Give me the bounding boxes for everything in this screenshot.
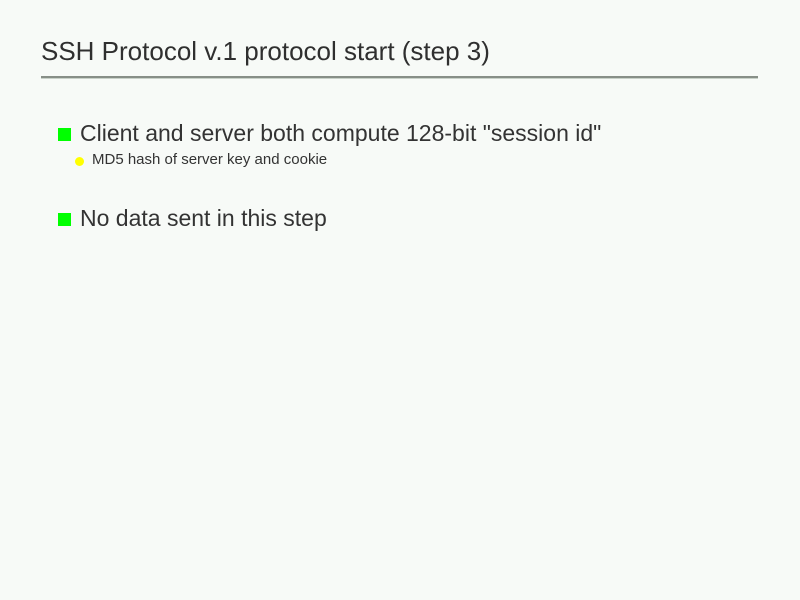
- green-square-bullet-icon: [58, 128, 71, 141]
- list-item: Client and server both compute 128-bit "…: [0, 118, 800, 149]
- list-item-label: No data sent in this step: [80, 205, 327, 231]
- title-divider-rule: [41, 76, 758, 79]
- yellow-dot-bullet-icon: [75, 157, 84, 166]
- page-title: SSH Protocol v.1 protocol start (step 3): [41, 36, 490, 66]
- list-item-label: Client and server both compute 128-bit "…: [80, 120, 602, 146]
- green-square-bullet-icon: [58, 213, 71, 226]
- list-item-label: MD5 hash of server key and cookie: [92, 151, 328, 168]
- list-item: No data sent in this step: [0, 203, 800, 234]
- slide-title-block: SSH Protocol v.1 protocol start (step 3): [41, 34, 759, 68]
- list-item: MD5 hash of server key and cookie: [0, 149, 800, 171]
- bullet-spacer: [0, 171, 800, 203]
- slide-body: Client and server both compute 128-bit "…: [0, 118, 800, 234]
